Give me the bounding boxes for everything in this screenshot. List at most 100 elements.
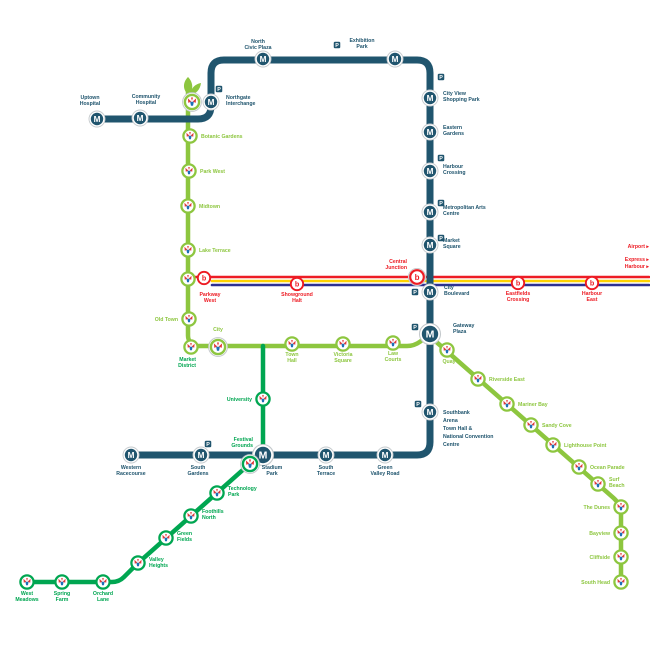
tram-logo-icon (575, 463, 583, 471)
tram-logo-icon (339, 340, 347, 348)
park-and-ride-icon: P (437, 199, 445, 207)
bus-b-icon: b (415, 273, 420, 282)
svg-text:P: P (217, 87, 221, 93)
svg-text:City: City (213, 327, 223, 333)
tram-logo-icon (503, 400, 511, 408)
station-m-cityview: M (421, 89, 439, 107)
metro-m-icon: M (427, 408, 434, 417)
line-metro-loop (93, 56, 434, 459)
station-t-springfarm (54, 574, 70, 590)
svg-text:Hospital: Hospital (136, 100, 157, 106)
svg-text:Technology: Technology (228, 486, 257, 492)
station-t-riverside (470, 371, 486, 387)
svg-text:Stadium: Stadium (262, 465, 283, 471)
svg-text:Park: Park (266, 471, 277, 477)
station-t-northgate (182, 92, 202, 112)
metro-m-icon: M (427, 208, 434, 217)
station-t-mariner (499, 396, 515, 412)
station-t-parkway (180, 271, 196, 287)
svg-text:P: P (416, 402, 420, 408)
svg-text:Showground: Showground (281, 292, 313, 298)
station-t-laketerrace (180, 242, 196, 258)
tram-logo-icon (259, 395, 267, 403)
station-t-cliffside (613, 549, 629, 565)
station-t-townhall (284, 336, 300, 352)
svg-text:South: South (319, 465, 334, 471)
svg-text:Uptown: Uptown (80, 95, 99, 101)
svg-text:Plaza: Plaza (453, 329, 466, 335)
svg-text:Crossing: Crossing (507, 297, 529, 303)
svg-text:Park: Park (356, 44, 367, 50)
station-label: Riverside East (489, 377, 525, 383)
svg-text:West: West (204, 298, 217, 304)
svg-text:Arena: Arena (443, 418, 458, 424)
station-t-quay (439, 342, 455, 358)
station-m-market: M (421, 236, 439, 254)
bus-b-icon: b (516, 279, 521, 288)
park-and-ride-icon: P (204, 440, 212, 448)
svg-text:Old Town: Old Town (155, 317, 178, 323)
svg-text:Civic Plaza: Civic Plaza (244, 45, 271, 51)
metro-m-icon: M (392, 55, 399, 64)
metro-m-icon: M (323, 451, 330, 460)
metro-m-icon: M (260, 55, 267, 64)
tram-logo-icon (185, 315, 193, 323)
svg-text:Terrace: Terrace (317, 471, 335, 477)
svg-text:Law: Law (388, 351, 399, 357)
metro-m-icon: M (427, 288, 434, 297)
tram-logo-icon (617, 503, 625, 511)
svg-text:Parkway: Parkway (199, 292, 220, 298)
svg-text:North: North (202, 515, 216, 521)
station-label: South Head (581, 580, 610, 586)
station-t-parkwest (181, 163, 197, 179)
tram-logo-icon (184, 275, 192, 283)
svg-text:East: East (587, 297, 598, 303)
svg-text:Beach: Beach (609, 483, 625, 489)
svg-text:Farm: Farm (56, 597, 69, 603)
tram-logo-icon (184, 246, 192, 254)
svg-text:Green: Green (177, 531, 192, 537)
station-label: Cliffside (590, 555, 611, 561)
station-t-greenfields (158, 530, 174, 546)
svg-text:P: P (439, 75, 443, 81)
tram-logo-icon (58, 578, 66, 586)
svg-text:West: West (21, 591, 34, 597)
svg-text:Courts: Courts (385, 357, 402, 363)
station-label: Harbour ▸ (625, 264, 650, 270)
metro-m-icon: M (198, 451, 205, 460)
station-label: Ocean Parade (590, 465, 625, 471)
station-label: Mariner Bay (518, 402, 548, 408)
svg-text:Hall: Hall (287, 358, 297, 364)
svg-text:Sandy Cove: Sandy Cove (542, 423, 572, 429)
station-label: Quay (443, 359, 456, 365)
svg-text:City: City (444, 285, 454, 291)
svg-text:Harbour ▸: Harbour ▸ (625, 264, 650, 270)
svg-text:Park: Park (228, 492, 239, 498)
svg-text:Southbank: Southbank (443, 410, 470, 416)
tram-logo-icon (99, 578, 107, 586)
svg-text:Mariner Bay: Mariner Bay (518, 402, 548, 408)
station-b-eastfields: b (510, 275, 526, 291)
metro-m-icon: M (426, 329, 435, 341)
station-label: Botanic Gardens (201, 134, 243, 140)
tram-logo-icon (185, 167, 193, 175)
park-and-ride-icon: P (411, 288, 419, 296)
station-label: Park West (200, 169, 225, 175)
station-m-eastern: M (421, 123, 439, 141)
station-t-technology (209, 485, 225, 501)
